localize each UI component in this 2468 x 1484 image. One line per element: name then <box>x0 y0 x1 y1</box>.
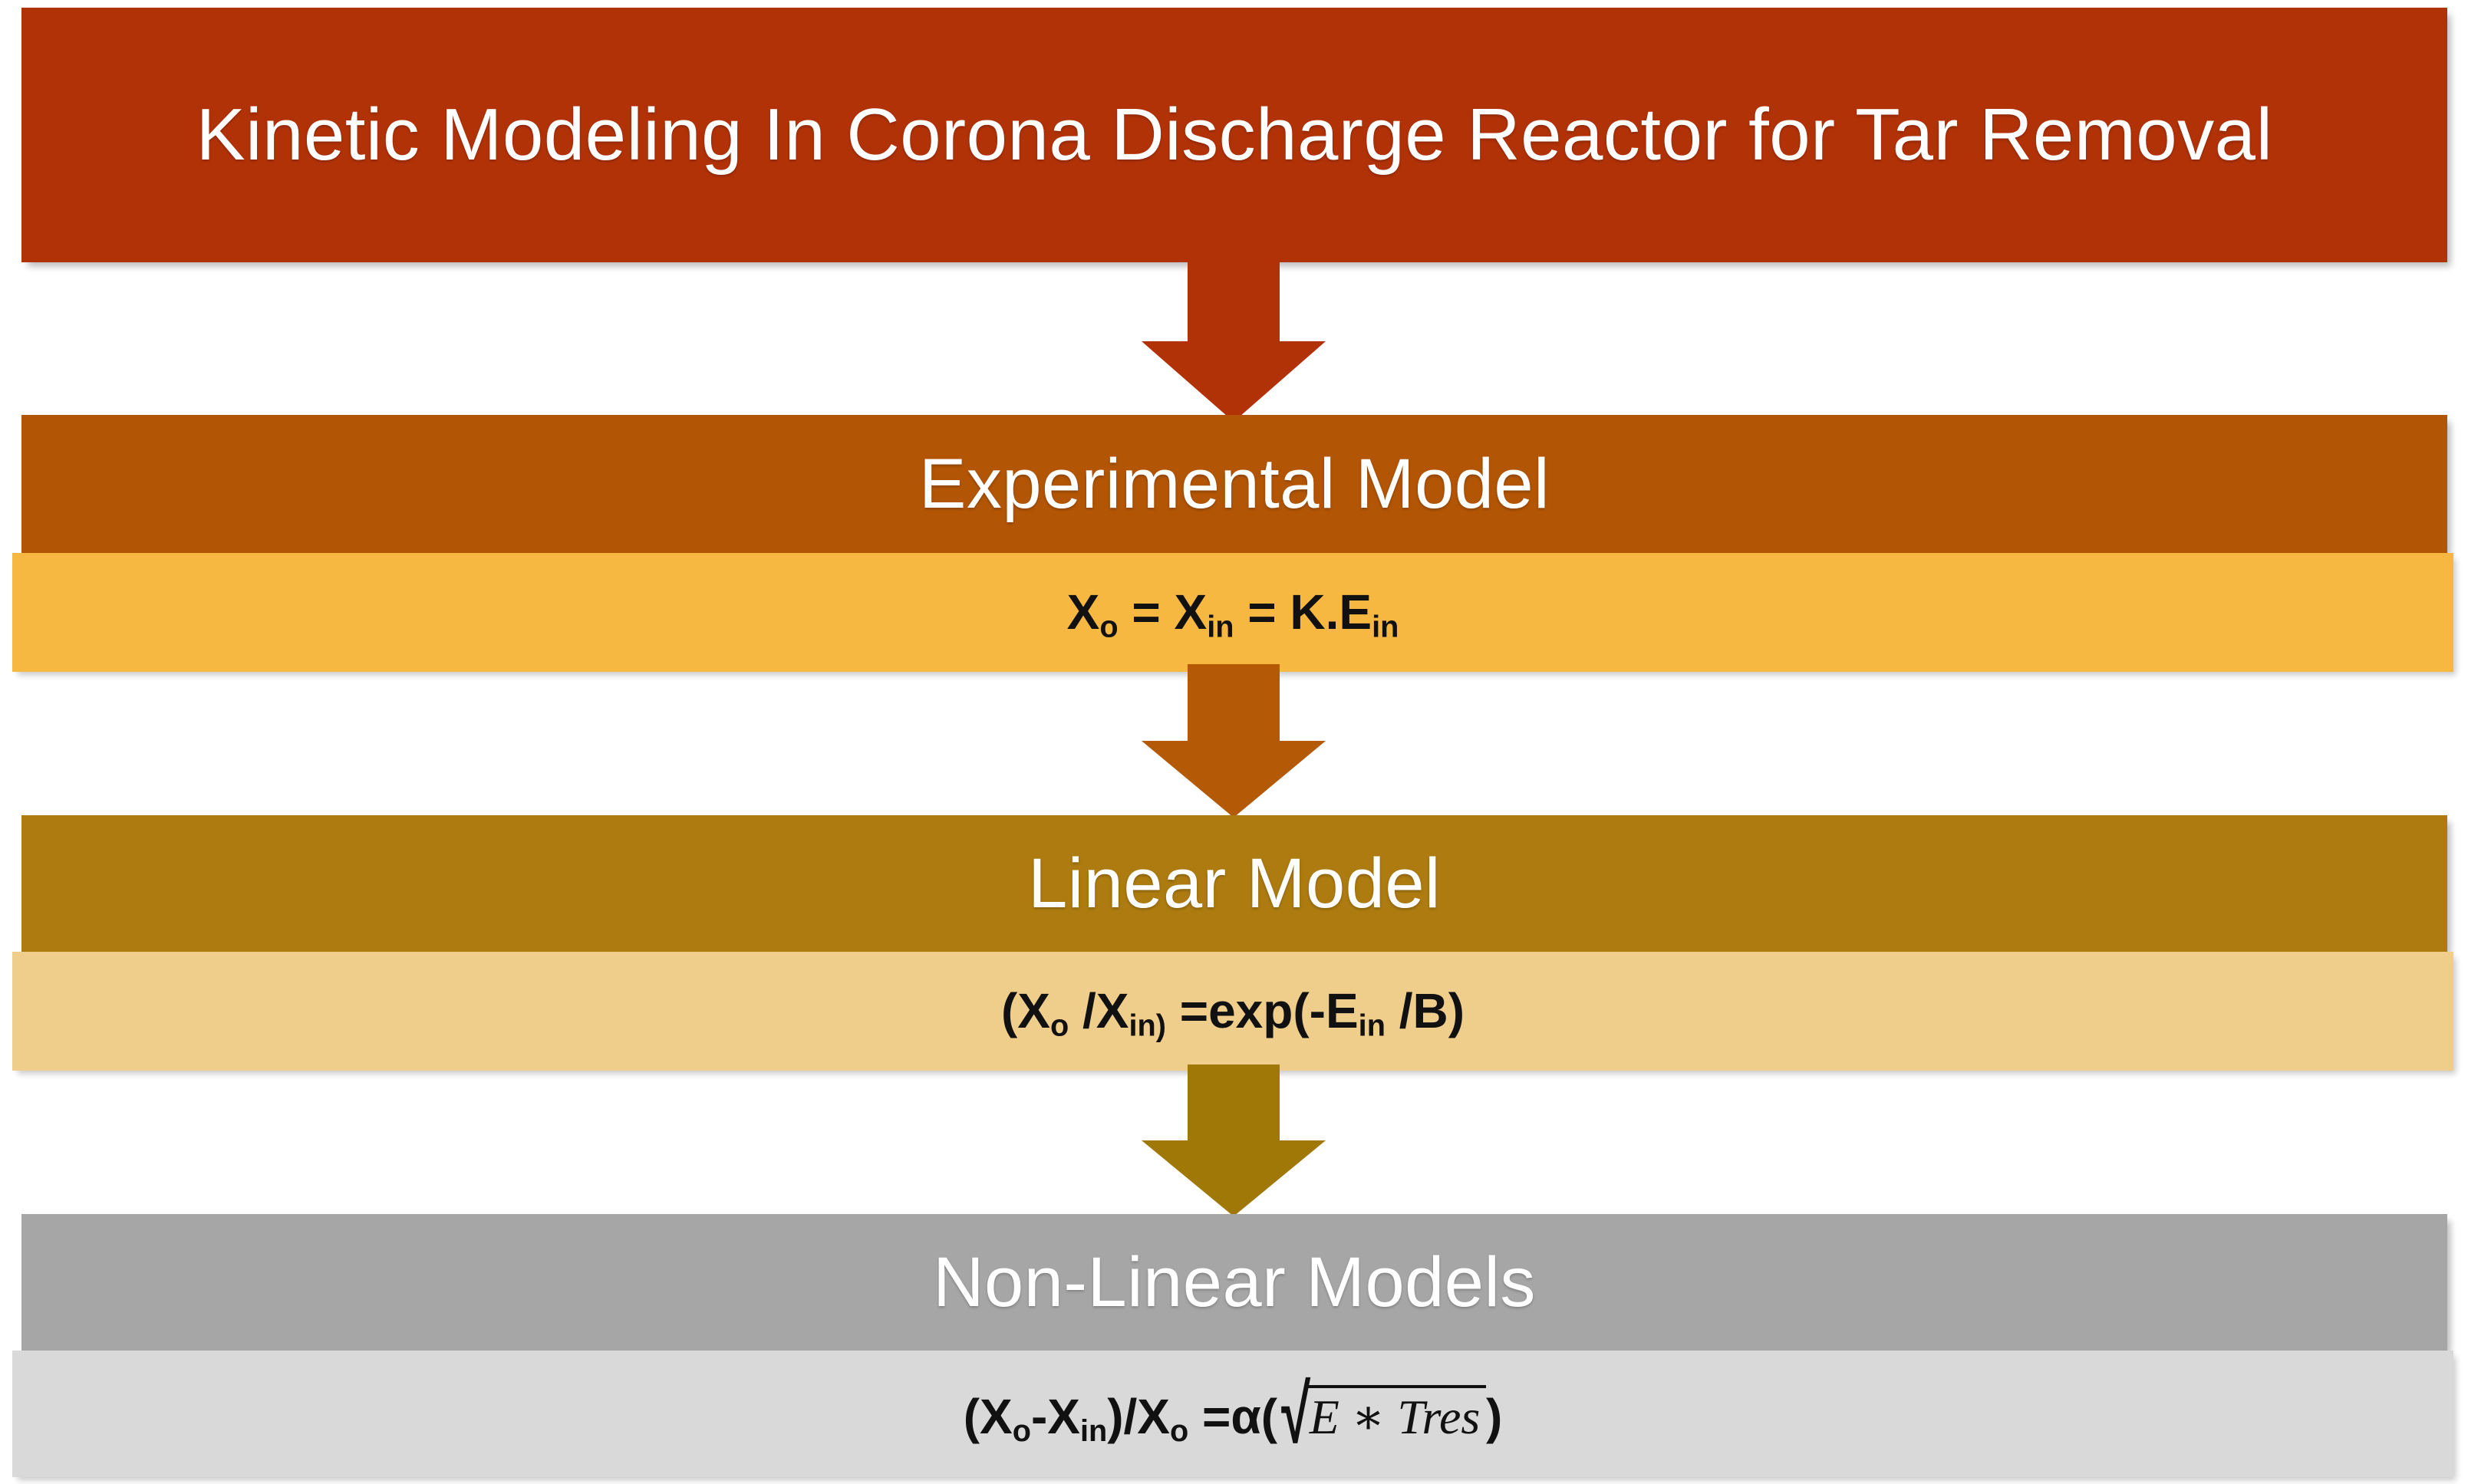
stage-label-linear-model: Linear Model <box>1028 844 1441 923</box>
diagram-title-bar: Kinetic Modeling In Corona Discharge Rea… <box>21 8 2447 262</box>
stage-formula-linear-model: (Xo /Xin) =exp(-Ein /B) <box>12 952 2453 1071</box>
stage-label-non-linear-models: Non-Linear Models <box>933 1242 1536 1321</box>
stage-label-experimental-model: Experimental Model <box>918 444 1550 523</box>
formula-subscript: in <box>1207 610 1234 644</box>
square-root-group: √E ∗ Tres <box>1277 1370 1486 1456</box>
formula-subscript: o <box>1099 610 1119 644</box>
stage-formula-experimental-model: Xo = Xin = K.Ein <box>12 553 2453 672</box>
formula-token: = K.E <box>1234 584 1372 640</box>
formula-subscript: o <box>1049 1009 1069 1043</box>
formula-token: /B) <box>1385 982 1465 1038</box>
connector-arrow-linear-to-non-linear <box>1142 1064 1326 1216</box>
formula-subscript: in <box>1372 610 1399 644</box>
formula-subscript: in) <box>1129 1009 1166 1043</box>
formula-subscript: o <box>1169 1413 1189 1448</box>
arrow-head-icon <box>1142 341 1326 422</box>
formula-subscript: o <box>1012 1413 1031 1448</box>
formula-subscript: in <box>1358 1009 1386 1043</box>
formula-token: = X <box>1118 584 1208 640</box>
stage-header-non-linear-models: Non-Linear Models <box>21 1214 2447 1351</box>
connector-arrow-title-to-experimental <box>1142 261 1326 422</box>
formula-non-linear: (Xo-Xin)/Xo =α(√E ∗ Tres) <box>963 1370 1503 1456</box>
formula-experimental: Xo = Xin = K.Ein <box>1066 584 1399 642</box>
formula-subscript: in <box>1079 1413 1108 1448</box>
formula-token: (X <box>1000 982 1050 1038</box>
page-title: Kinetic Modeling In Corona Discharge Rea… <box>196 94 2273 176</box>
arrow-shaft <box>1188 261 1280 341</box>
arrow-head-icon <box>1142 1140 1326 1216</box>
formula-token: -X <box>1030 1388 1080 1444</box>
arrow-shaft <box>1188 1064 1280 1140</box>
formula-token: (X <box>963 1388 1013 1444</box>
formula-token: )/X <box>1107 1388 1170 1444</box>
formula-token: =α( <box>1188 1388 1278 1444</box>
formula-token: =exp(-E <box>1165 982 1359 1038</box>
radicand-expression: E ∗ Tres <box>1307 1384 1486 1443</box>
stage-header-linear-model: Linear Model <box>21 815 2447 952</box>
connector-arrow-experimental-to-linear <box>1142 664 1326 818</box>
stage-header-experimental-model: Experimental Model <box>21 415 2447 553</box>
radical-icon: √ <box>1281 1367 1311 1460</box>
arrow-shaft <box>1188 664 1280 741</box>
stage-formula-non-linear-models: (Xo-Xin)/Xo =α(√E ∗ Tres) <box>12 1351 2453 1477</box>
formula-linear: (Xo /Xin) =exp(-Ein /B) <box>1000 982 1465 1041</box>
formula-token: ) <box>1485 1388 1503 1444</box>
arrow-head-icon <box>1142 741 1326 818</box>
formula-token: X <box>1066 584 1100 640</box>
formula-token: /X <box>1069 982 1129 1038</box>
